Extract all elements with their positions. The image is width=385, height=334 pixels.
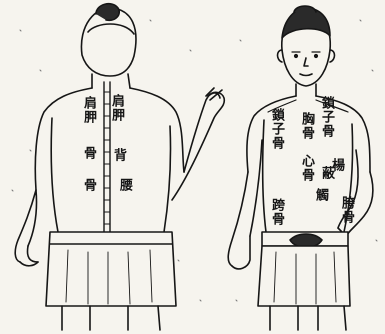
label-chest: 胸骨 (300, 112, 313, 140)
label-shoulder-blade-right: 肩胛 (110, 94, 123, 122)
label-collarbone-left: 鎖子骨 (270, 108, 283, 150)
label-hip-left: 跨骨 (270, 198, 283, 226)
label-hip-right: 胯骨 (340, 196, 353, 224)
label-collarbone-right: 鎖子骨 (320, 96, 333, 138)
label-ribs-2: 觸 (314, 188, 327, 202)
label-bone-left: 骨 (82, 146, 95, 160)
label-xiphoid: 心骨 (300, 154, 313, 182)
back-figure (12, 4, 224, 330)
label-waist-left: 骨 (82, 178, 95, 192)
label-waist-right: 腰 (118, 178, 131, 192)
label-ribs: 楊 (330, 158, 343, 172)
label-spine-right: 背 (112, 148, 125, 162)
label-shoulder-blade-left: 肩胛 (82, 96, 95, 124)
